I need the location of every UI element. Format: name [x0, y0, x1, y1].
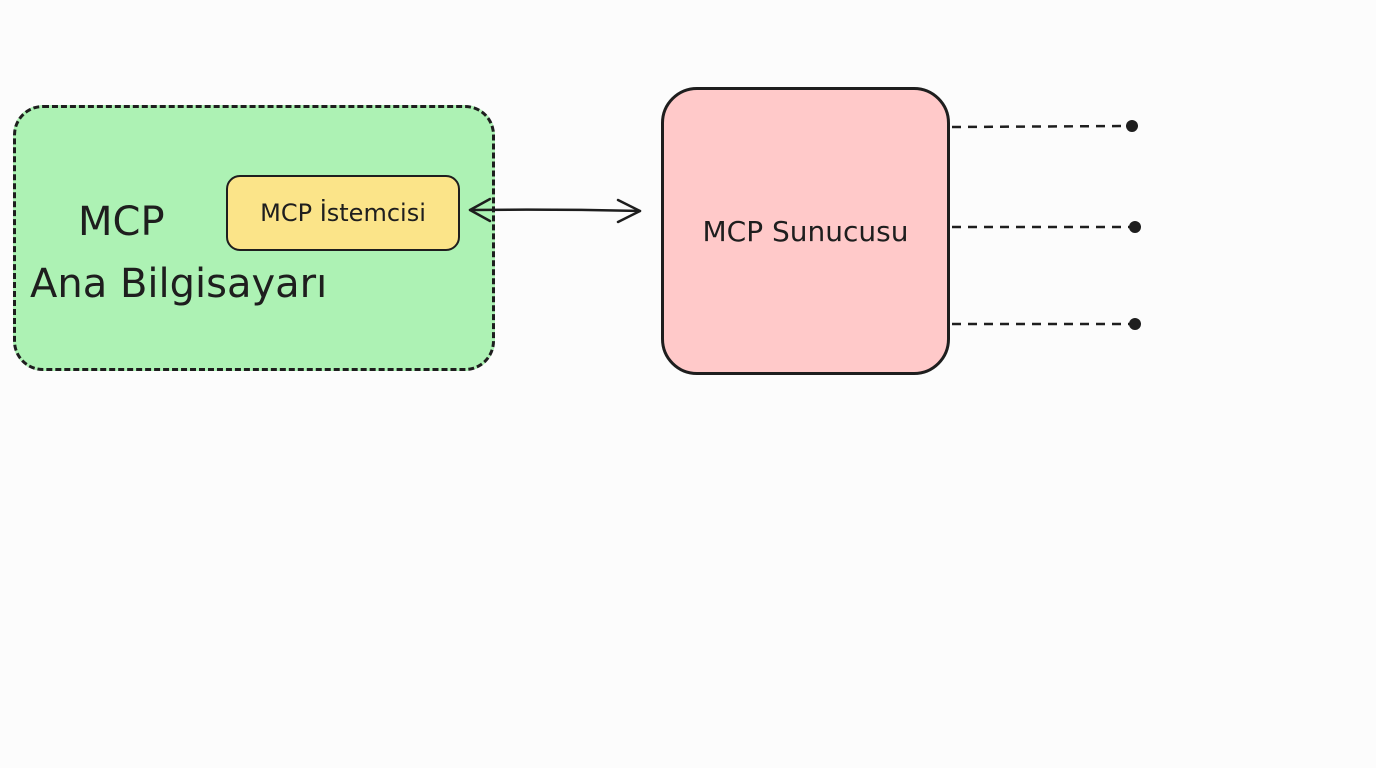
mcp-server-label: MCP Sunucusu — [702, 214, 909, 248]
endpoint-dot-3 — [1129, 318, 1141, 330]
mcp-host-label-line1: MCP — [78, 199, 165, 245]
server-endpoint-line-3 — [952, 318, 1141, 330]
server-endpoint-line-2 — [952, 221, 1141, 233]
server-endpoint-line-1 — [951, 120, 1138, 132]
mcp-host-label-line2: Ana Bilgisayarı — [30, 261, 328, 307]
client-server-arrow — [468, 197, 642, 224]
endpoint-dot-1 — [1126, 120, 1138, 132]
arrowhead-right-icon — [616, 198, 642, 224]
mcp-client-box: MCP İstemcisi — [226, 175, 460, 251]
mcp-server-box: MCP Sunucusu — [661, 87, 950, 375]
endpoint-dot-2 — [1129, 221, 1141, 233]
mcp-client-label: MCP İstemcisi — [260, 199, 426, 227]
arrowhead-left-icon — [468, 197, 492, 223]
